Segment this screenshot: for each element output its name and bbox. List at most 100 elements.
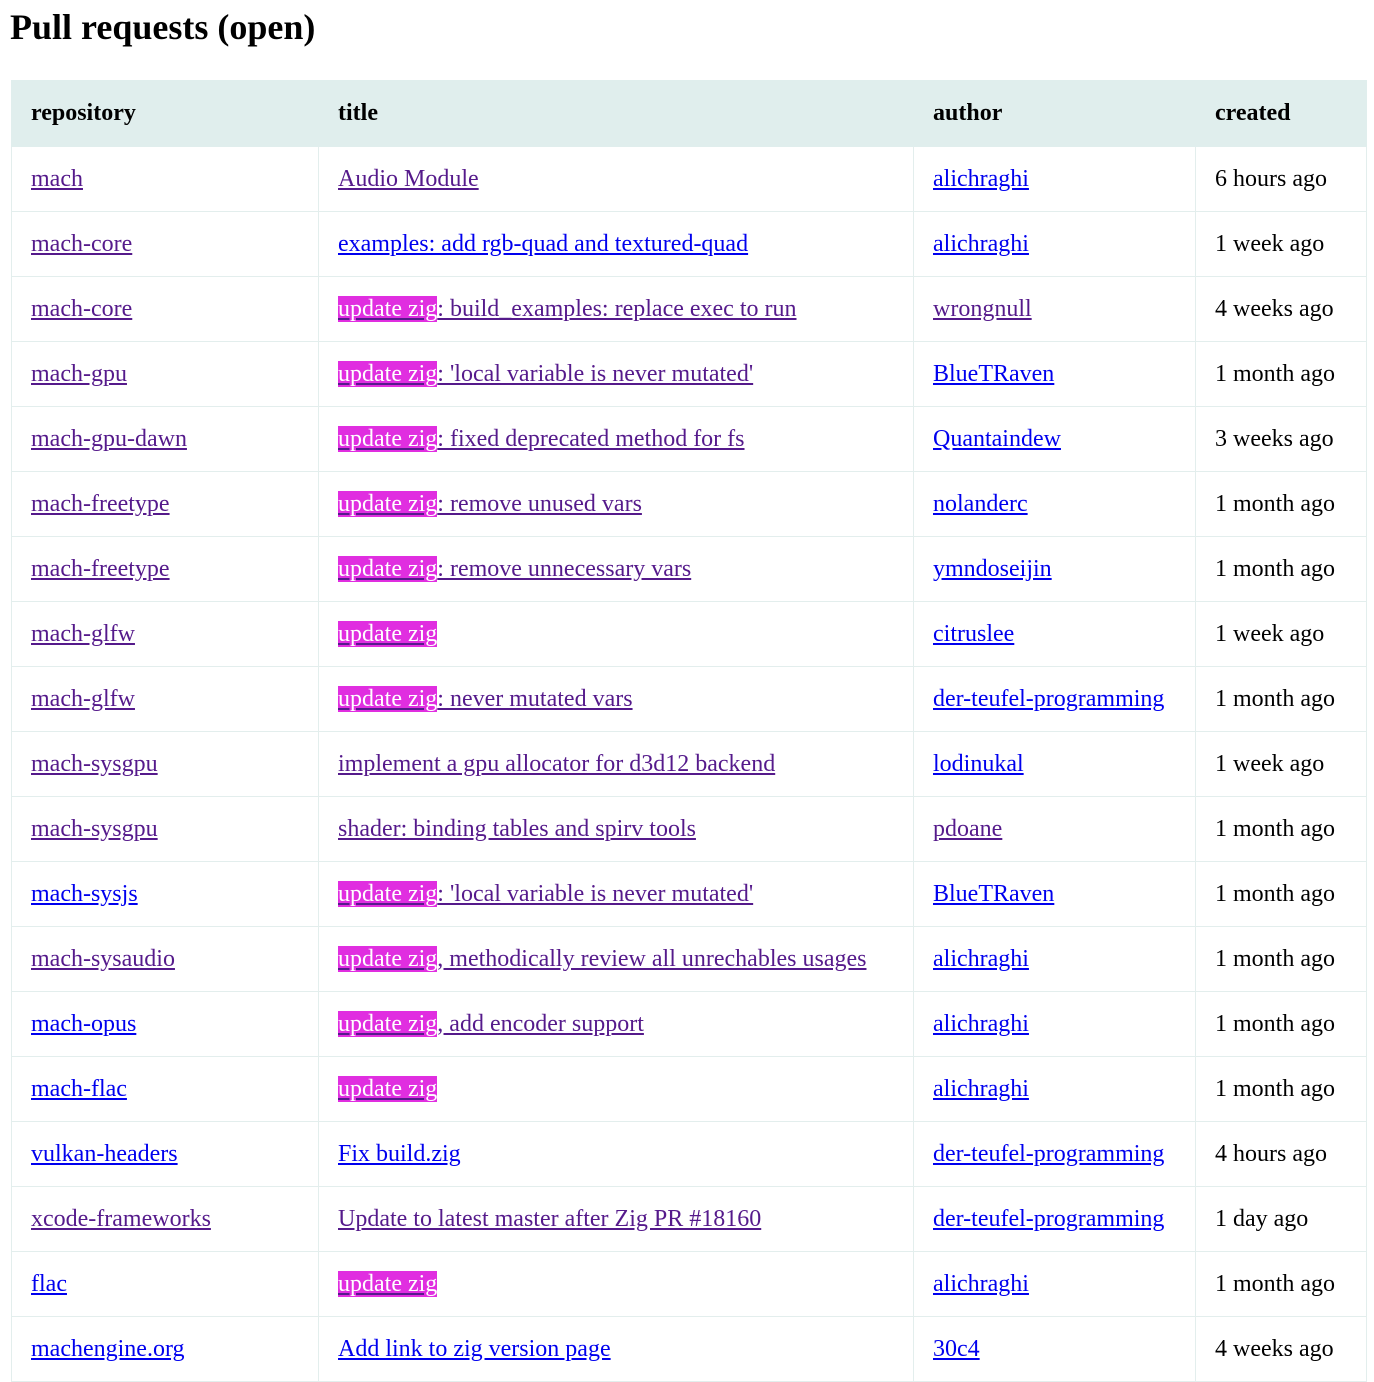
pull-request-title-link[interactable]: update zig: remove unused vars <box>338 490 642 517</box>
update-zig-tag: update zig <box>338 1270 438 1297</box>
author-cell: BlueTRaven <box>913 861 1196 927</box>
repository-link[interactable]: flac <box>31 1270 67 1297</box>
pull-request-title-link[interactable]: update zig, add encoder support <box>338 1010 644 1037</box>
pull-request-title-link[interactable]: update zig: 'local variable is never mut… <box>338 360 753 387</box>
pull-request-title-text: , add encoder support <box>437 1010 644 1037</box>
pull-request-title-link[interactable]: Audio Module <box>338 166 479 192</box>
author-link[interactable]: BlueTRaven <box>933 360 1055 387</box>
pull-request-title-link[interactable]: update zig: build_examples: replace exec… <box>338 295 797 322</box>
created-cell: 1 month ago <box>1195 536 1367 602</box>
pull-request-title-link[interactable]: Fix build.zig <box>338 1141 461 1167</box>
pull-request-title-link[interactable]: update zig: 'local variable is never mut… <box>338 880 753 907</box>
created-cell: 1 month ago <box>1195 1056 1367 1122</box>
pull-request-title-link[interactable]: update zig, methodically review all unre… <box>338 945 866 972</box>
author-cell: ymndoseijin <box>913 536 1196 602</box>
update-zig-tag: update zig <box>338 620 438 647</box>
created-cell: 1 week ago <box>1195 601 1367 667</box>
created-cell: 3 weeks ago <box>1195 406 1367 472</box>
author-cell: 30c4 <box>913 1316 1196 1382</box>
repository-cell: mach-sysgpu <box>11 796 319 862</box>
author-link[interactable]: alichraghi <box>933 1075 1029 1102</box>
pull-request-title-link[interactable]: update zig <box>338 620 438 647</box>
author-link[interactable]: BlueTRaven <box>933 880 1055 907</box>
pull-request-title-link[interactable]: update zig <box>338 1075 438 1102</box>
repository-cell: mach-core <box>11 276 319 342</box>
author-cell: citruslee <box>913 601 1196 667</box>
created-cell: 1 week ago <box>1195 731 1367 797</box>
pull-request-title-link[interactable]: shader: binding tables and spirv tools <box>338 816 696 842</box>
table-row: mach-core examples: add rgb-quad and text… <box>11 211 1367 277</box>
repository-link[interactable]: vulkan-headers <box>31 1140 178 1167</box>
table-row: xcode-frameworks Update to latest master … <box>11 1186 1367 1252</box>
author-cell: alichraghi <box>913 146 1196 212</box>
repository-link[interactable]: mach-sysgpu <box>31 815 158 842</box>
pull-request-title-link[interactable]: update zig: remove unnecessary vars <box>338 555 691 582</box>
created-cell: 1 month ago <box>1195 861 1367 927</box>
repository-link[interactable]: mach-flac <box>31 1075 127 1102</box>
repository-link[interactable]: xcode-frameworks <box>31 1205 211 1232</box>
author-link[interactable]: alichraghi <box>933 1010 1029 1037</box>
author-link[interactable]: alichraghi <box>933 230 1029 257</box>
repository-cell: vulkan-headers <box>11 1121 319 1187</box>
author-link[interactable]: der-teufel-programming <box>933 1140 1165 1167</box>
author-link[interactable]: alichraghi <box>933 1270 1029 1297</box>
author-link[interactable]: Quantaindew <box>933 425 1061 452</box>
repository-link[interactable]: mach-glfw <box>31 685 135 712</box>
table-row: mach-core update zig: build_examples: rep… <box>11 276 1367 342</box>
repository-cell: mach-sysgpu <box>11 731 319 797</box>
pull-request-title-link[interactable]: update zig <box>338 1270 438 1297</box>
table-row: vulkan-headers Fix build.zig der-teufel-pr… <box>11 1121 1367 1187</box>
repository-link[interactable]: mach-core <box>31 230 133 257</box>
table-row: machengine.org Add link to zig version pa… <box>11 1316 1367 1382</box>
author-cell: alichraghi <box>913 926 1196 992</box>
title-cell: update zig: never mutated vars <box>318 666 914 732</box>
repository-link[interactable]: mach-sysjs <box>31 880 138 907</box>
created-cell: 1 month ago <box>1195 1251 1367 1317</box>
column-header-author: author <box>913 80 1196 147</box>
author-link[interactable]: pdoane <box>933 815 1003 842</box>
repository-link[interactable]: mach-gpu <box>31 360 127 387</box>
author-link[interactable]: 30c4 <box>933 1335 980 1362</box>
repository-link[interactable]: mach-sysaudio <box>31 945 175 972</box>
pull-request-title-link[interactable]: update zig: never mutated vars <box>338 685 633 712</box>
author-link[interactable]: der-teufel-programming <box>933 1205 1165 1232</box>
repository-link[interactable]: mach-glfw <box>31 620 135 647</box>
repository-cell: mach-glfw <box>11 666 319 732</box>
author-cell: alichraghi <box>913 1056 1196 1122</box>
table-row: mach-gpu update zig: 'local variable is n… <box>11 341 1367 407</box>
repository-link[interactable]: machengine.org <box>31 1335 185 1362</box>
repository-link[interactable]: mach-gpu-dawn <box>31 425 187 452</box>
author-link[interactable]: alichraghi <box>933 945 1029 972</box>
created-cell: 1 month ago <box>1195 471 1367 537</box>
repository-link[interactable]: mach-freetype <box>31 555 170 582</box>
created-cell: 1 week ago <box>1195 211 1367 277</box>
repository-link[interactable]: mach-sysgpu <box>31 750 158 777</box>
pull-request-title-text: : never mutated vars <box>437 685 633 712</box>
update-zig-tag: update zig <box>338 880 438 907</box>
author-cell: der-teufel-programming <box>913 1121 1196 1187</box>
title-cell: update zig: fixed deprecated method for … <box>318 406 914 472</box>
author-cell: alichraghi <box>913 1251 1196 1317</box>
table-row: mach-gpu-dawn update zig: fixed deprecate… <box>11 406 1367 472</box>
author-link[interactable]: citruslee <box>933 620 1015 647</box>
author-link[interactable]: nolanderc <box>933 490 1028 517</box>
update-zig-tag: update zig <box>338 685 438 712</box>
author-link[interactable]: lodinukal <box>933 750 1024 777</box>
pull-request-title-link[interactable]: implement a gpu allocator for d3d12 back… <box>338 751 775 777</box>
author-link[interactable]: ymndoseijin <box>933 555 1052 582</box>
author-link[interactable]: wrongnull <box>933 295 1032 322</box>
repository-link[interactable]: mach-freetype <box>31 490 170 517</box>
repository-link[interactable]: mach-opus <box>31 1010 137 1037</box>
pull-request-title-link[interactable]: examples: add rgb-quad and textured-quad <box>338 231 748 257</box>
pull-request-title-link[interactable]: update zig: fixed deprecated method for … <box>338 425 745 452</box>
pull-request-title-link[interactable]: Add link to zig version page <box>338 1336 611 1362</box>
repository-link[interactable]: mach <box>31 165 83 192</box>
author-link[interactable]: alichraghi <box>933 165 1029 192</box>
title-cell: update zig, add encoder support <box>318 991 914 1057</box>
repository-link[interactable]: mach-core <box>31 295 133 322</box>
title-cell: shader: binding tables and spirv tools <box>318 796 914 862</box>
pull-request-title-link[interactable]: Update to latest master after Zig PR #18… <box>338 1206 761 1232</box>
table-row: mach-opus update zig, add encoder support… <box>11 991 1367 1057</box>
author-link[interactable]: der-teufel-programming <box>933 685 1165 712</box>
